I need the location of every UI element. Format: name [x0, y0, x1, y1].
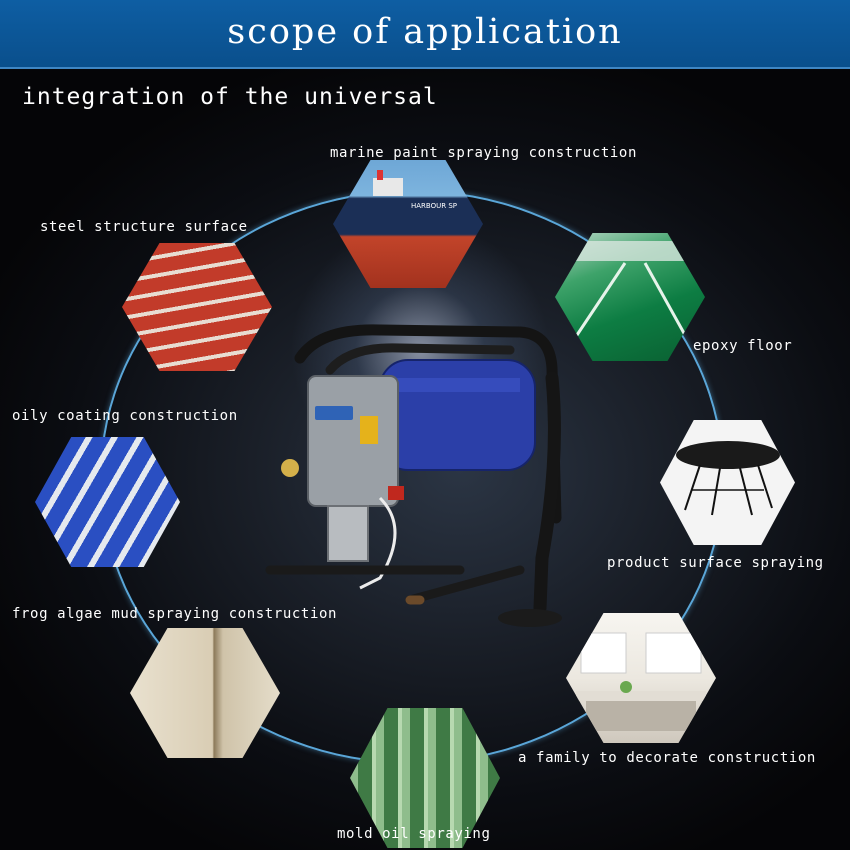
label-oily: oily coating construction	[12, 408, 238, 424]
label-product: product surface spraying	[607, 555, 824, 571]
airless-sprayer-machine	[265, 324, 562, 627]
kitchen-illustration	[576, 632, 706, 731]
page-title: scope of application	[227, 12, 623, 52]
label-marine: marine paint spraying construction	[330, 145, 637, 161]
steel-structure-image	[122, 243, 272, 371]
label-epoxy: epoxy floor	[693, 338, 793, 354]
label-mold: mold oil spraying	[337, 826, 491, 842]
frog-algae-mud-image	[130, 628, 280, 758]
subtitle: integration of the universal	[22, 84, 438, 110]
title-banner: scope of application	[0, 0, 850, 69]
table-illustration	[676, 441, 780, 516]
ship-illustration: HARBOUR SP	[373, 170, 457, 210]
family-kitchen-image	[566, 613, 716, 743]
ship-hull-text: HARBOUR SP	[411, 202, 457, 210]
label-frog: frog algae mud spraying construction	[12, 606, 338, 622]
label-steel: steel structure surface	[40, 219, 248, 235]
label-family: a family to decorate construction	[518, 750, 816, 766]
